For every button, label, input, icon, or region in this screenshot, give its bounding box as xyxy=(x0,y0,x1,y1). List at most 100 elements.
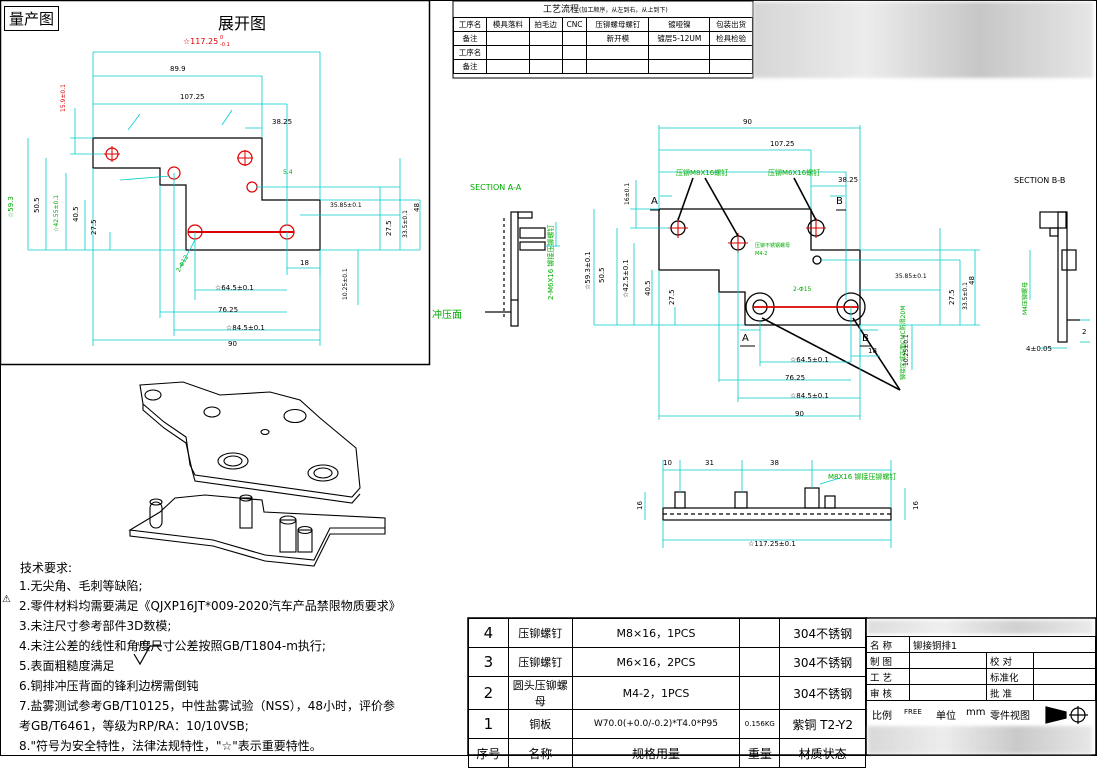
mass-production-label: 量产图 xyxy=(4,6,60,31)
bom-cell-no: 4 xyxy=(468,618,509,648)
flat-dim-38-25: 38.25 xyxy=(272,118,293,126)
bom-cell-name: 压铆螺钉 xyxy=(507,618,573,648)
bom-header-name: 名称 xyxy=(507,738,573,768)
main-dim-64-5: ☆64.5±0.1 xyxy=(790,356,829,364)
process-cell xyxy=(485,59,530,74)
main-dim-40-5: 40.5 xyxy=(644,280,652,296)
side-dim-total: ☆117.25±0.1 xyxy=(748,540,796,548)
process-cell: 镀哑镍 xyxy=(648,17,711,32)
process-cell: 新开模 xyxy=(586,31,650,46)
section-bb-title: SECTION B-B xyxy=(1014,176,1066,185)
section-bb-dim xyxy=(1029,250,1090,349)
flat-view-title: 展开图 xyxy=(218,14,267,33)
flat-dim-overall-tol-upper: 0 xyxy=(220,35,224,41)
bom-cell-spec: W70.0(+0.0/-0.2)*T4.0*P95 xyxy=(571,709,741,739)
main-dim-18: 18 xyxy=(868,347,877,355)
label-m6-rivet: 压铆M6X16螺钉 xyxy=(768,169,821,177)
bom-cell-weight xyxy=(739,618,781,648)
bom-header-no: 序号 xyxy=(468,738,509,768)
roughness-symbol xyxy=(133,645,162,666)
tb-unit-value: mm xyxy=(966,707,986,718)
flat-dim-overall: ☆117.25 xyxy=(183,37,219,46)
label-m8-side: M8X16 铆接压铆螺钉 xyxy=(828,473,897,481)
bom-cell-no: 2 xyxy=(468,676,509,710)
tb-check-label: 校 对 xyxy=(986,652,1034,669)
side-dim-31: 31 xyxy=(705,459,714,467)
process-cell xyxy=(485,45,530,60)
section-cut-markers xyxy=(650,209,872,347)
process-cell: 工序名 xyxy=(453,17,487,32)
tb-process-label: 工 艺 xyxy=(866,668,910,685)
tb-standard-label: 标准化 xyxy=(986,668,1034,685)
requirement-item: 7.盐雾测试参考GB/T10125，中性盐雾试验（NSS），48小时，评价参 xyxy=(19,699,396,713)
requirement-item: 6.铜排冲压背面的锋利边楞需倒钝 xyxy=(19,679,199,693)
requirement-item: 8."符号为安全特性，法律法规特性，"☆"表示重要特性。 xyxy=(19,739,322,753)
main-dim-27-5: 27.5 xyxy=(668,289,676,305)
bom-cell-no: 3 xyxy=(468,647,509,677)
tb-name-value: 铆接铜排1 xyxy=(909,636,1096,653)
punch-face-label: 冲压面 xyxy=(432,310,462,321)
tb-scale-label: 比例 xyxy=(872,711,892,722)
label-2m6: 2-M6X16 铆接压铆螺钉 xyxy=(547,224,555,300)
main-dim-16: 16±0.1 xyxy=(624,182,631,205)
bom-cell-name: 压铆螺钉 xyxy=(507,647,573,677)
section-marker-a-bottom: A xyxy=(742,333,749,344)
main-dim-90-bottom: 90 xyxy=(795,410,804,418)
side-dim-16-right: 16 xyxy=(912,501,920,510)
redacted-header-block xyxy=(753,2,1093,78)
main-dim-42-5: ☆42.5±0.1 xyxy=(622,259,630,298)
process-cell xyxy=(561,59,588,74)
main-dim-59-3: ☆59.3±0.1 xyxy=(584,251,592,290)
process-cell xyxy=(709,45,753,60)
bom-cell-material: 304不锈钢 xyxy=(779,676,866,710)
flat-dim-35-85: 35.85±0.1 xyxy=(330,202,362,209)
process-title: 工艺流程(加工顺序，从左到右，从上到下) xyxy=(543,5,668,15)
side-dim-38: 38 xyxy=(770,459,779,467)
iso-top-plate xyxy=(139,381,361,504)
process-cell xyxy=(586,45,650,60)
section-marker-b-bottom: B xyxy=(862,333,869,344)
section-marker-b-top: B xyxy=(836,196,843,207)
flat-dim-107-25: 107.25 xyxy=(180,93,205,101)
process-cell: 模具落料 xyxy=(485,17,530,32)
bom-cell-material: 304不锈钢 xyxy=(779,647,866,677)
bom-cell-name: 铜板 xyxy=(507,709,573,739)
main-dim-48: 48 xyxy=(968,276,976,285)
process-cell: 检具检验 xyxy=(709,31,753,46)
main-view-dimlines xyxy=(593,125,980,420)
flat-dim-33-5: 33.5±0.1 xyxy=(402,210,409,238)
bom-header-row: 序号名称规格用量重量材质状态 xyxy=(468,738,866,768)
bom-cell-spec: M6×16，2PCS xyxy=(571,647,741,677)
side-view-dimlines xyxy=(644,460,906,548)
main-dim-107-25: 107.25 xyxy=(770,140,795,148)
flat-dim-89-9: 89.9 xyxy=(170,65,186,73)
main-view-centerlines xyxy=(668,218,858,308)
tb-scale-value: FREE xyxy=(904,708,922,716)
main-dim-33-5: 33.5±0.1 xyxy=(962,282,969,310)
process-cell xyxy=(528,31,563,46)
side-dim-16-left: 16 xyxy=(636,501,644,510)
requirements-list: 1.无尖角、毛刺等缺陷;2.零件材料均需要满足《QJXP16JT*009-202… xyxy=(19,576,401,756)
process-cell xyxy=(485,31,530,46)
label-4-dim: 4±0.05 xyxy=(1026,345,1052,353)
flat-view-frame xyxy=(0,0,431,366)
flat-dim-r-27-5: 27.5 xyxy=(385,220,393,236)
flat-dim-76-25: 76.25 xyxy=(218,306,239,314)
flat-hole-5-4: 5.4 xyxy=(283,169,293,176)
main-dim-84-5: ☆84.5±0.1 xyxy=(790,392,829,400)
section-bb-profile xyxy=(1039,211,1080,343)
main-dim-r-27-5: 27.5 xyxy=(948,289,956,305)
bom-cell-weight xyxy=(739,676,781,710)
flat-dim-84-5: ☆84.5±0.1 xyxy=(226,324,265,332)
bom-header-weight: 重量 xyxy=(739,738,781,768)
bom-cell-material: 304不锈钢 xyxy=(779,618,866,648)
process-cell: 包装出货 xyxy=(709,17,753,32)
process-cell: 镀层5-12UM xyxy=(648,31,711,46)
